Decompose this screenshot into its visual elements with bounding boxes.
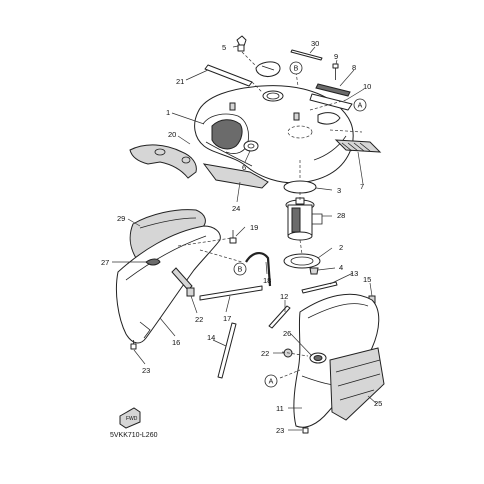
tank-bracket-right (293, 112, 300, 121)
callout-22-right: 22 (261, 349, 269, 358)
callout-18: 18 (263, 276, 271, 285)
part-10-plate (309, 93, 353, 111)
drawing-code: 5VKK710-L260 (110, 432, 158, 439)
part-2-ring (283, 253, 321, 269)
callout-8: 8 (352, 63, 356, 72)
fwd-label: FWD (126, 416, 138, 422)
callout-3: 3 (337, 186, 341, 195)
part-29-strip (290, 49, 323, 61)
callout-6: 6 (242, 163, 246, 172)
callout-25: 26 (283, 329, 291, 338)
assembly-lines (177, 51, 363, 379)
leader-lines (112, 45, 378, 431)
callout-labels: 5 30 9 8 10 21 1 20 6 7 24 3 28 2 4 19 2… (101, 39, 382, 435)
callout-17: 17 (223, 314, 231, 323)
part-6-grommet (243, 140, 259, 152)
part-23-screw-right (302, 427, 309, 434)
callout-20: 20 (168, 130, 176, 139)
part-20-bracket (129, 144, 197, 179)
ref-a-top: A (358, 103, 363, 110)
reference-marks: B A B A (233, 61, 367, 388)
callout-4: 4 (339, 263, 343, 272)
callout-23-left: 23 (142, 366, 150, 375)
part-25-cap (309, 352, 327, 364)
part-22-clip-left (186, 287, 195, 297)
part-4-bolt (309, 267, 319, 275)
fuel-tank (194, 85, 354, 184)
callout-13: 13 (350, 269, 358, 278)
callout-28: 29 (117, 214, 125, 223)
callout-10: 10 (363, 82, 371, 91)
part-13-strip (301, 281, 338, 294)
callout-5: 5 (222, 43, 226, 52)
callout-30: 28 (337, 211, 345, 220)
part-30-fuel-pump (285, 197, 323, 241)
part-8-plate (315, 83, 351, 97)
part-9-bolt (332, 63, 339, 80)
part-24-panel (202, 163, 269, 189)
part-19-screw (229, 230, 237, 244)
ref-b-bottom: B (238, 267, 243, 274)
part-12-strip (268, 305, 291, 329)
callout-26: 27 (101, 258, 109, 267)
callout-15: 15 (363, 275, 371, 284)
callout-12: 12 (280, 292, 288, 301)
part-3-gasket (283, 180, 317, 194)
part-23-screw-left (130, 340, 137, 350)
callout-29: 30 (311, 39, 319, 48)
callout-16: 16 (172, 338, 180, 347)
ref-a-bottom: A (269, 379, 274, 386)
part-7-cover (334, 139, 382, 153)
callout-24: 24 (232, 204, 240, 213)
part-14-strip (217, 322, 237, 379)
part-17-strip (199, 285, 263, 301)
callout-14: 14 (207, 333, 215, 342)
fwd-direction-badge: FWD (119, 407, 141, 429)
callout-19: 19 (250, 223, 258, 232)
callout-22-left: 22 (195, 315, 203, 324)
callout-21: 21 (176, 77, 184, 86)
part-27-grille (329, 347, 385, 421)
callout-7: 7 (360, 182, 364, 191)
callout-9: 9 (334, 52, 338, 61)
callout-2: 2 (339, 243, 343, 252)
callout-1: 1 (166, 108, 170, 117)
ref-b-top: B (294, 66, 299, 73)
tank-bracket-left (229, 102, 236, 111)
callout-27: 25 (374, 399, 382, 408)
part-18-hose (245, 252, 272, 287)
callout-11: 11 (276, 404, 284, 413)
part-5-cap-lock (236, 35, 281, 77)
part-21-strip (204, 64, 253, 87)
callout-23-right: 23 (276, 426, 284, 435)
